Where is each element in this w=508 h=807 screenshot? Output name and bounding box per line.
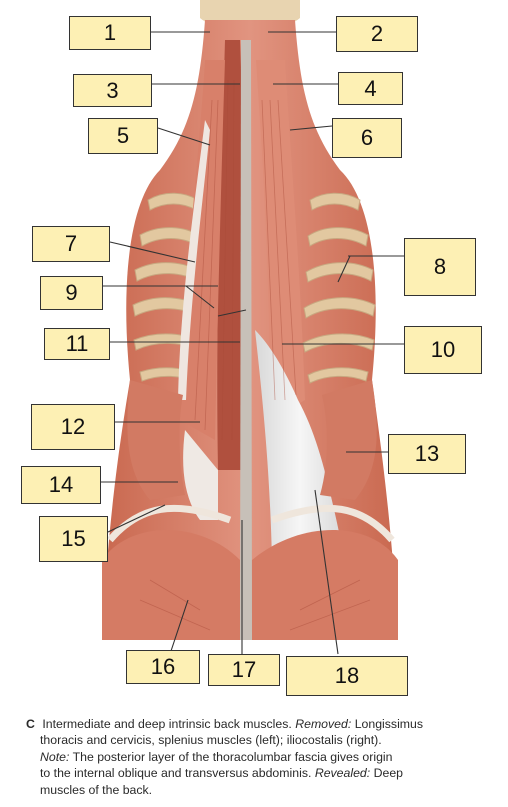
leader-lines [101,31,404,655]
right-ribs [302,192,376,384]
caption-line-2: thoracis and cervicis, splenius muscles … [40,733,382,748]
label-8: 8 [404,238,476,296]
caption-line-4: to the internal oblique and transversus … [40,766,404,781]
figure-caption: C Intermediate and deep intrinsic back m… [26,716,496,798]
left-gluteal [102,530,240,640]
thoracolumbar-fascia [255,330,345,560]
label-4: 4 [338,72,403,105]
back-muscles-illustration [101,0,404,655]
label-1: 1 [69,16,151,50]
label-14: 14 [21,466,101,504]
right-iliac-crest [270,504,395,543]
left-lumbar-fascia [183,430,218,520]
caption-line-5: muscles of the back. [40,782,153,797]
label-15: 15 [39,516,108,562]
caption-line-3: Note: The posterior layer of the thoraco… [40,749,393,764]
label-9: 9 [40,276,103,310]
spine-strip [240,40,252,640]
label-11: 11 [44,328,110,360]
label-5: 5 [88,118,158,154]
label-16: 16 [126,650,200,684]
label-2: 2 [336,16,418,52]
label-17: 17 [208,654,280,686]
right-gluteal [252,530,398,640]
label-10: 10 [404,326,482,374]
left-fascia-strip [178,120,210,400]
label-12: 12 [31,404,115,450]
label-18: 18 [286,656,408,696]
label-7: 7 [32,226,110,262]
caption-letter: C [26,717,35,731]
caption-line-1: C Intermediate and deep intrinsic back m… [26,717,424,731]
left-erector [180,60,225,440]
deep-central-muscle [217,40,246,470]
left-lateral-abdominal [127,380,185,500]
label-6: 6 [332,118,402,158]
muscle-striations [139,79,371,631]
left-iliac-crest [107,504,232,543]
label-13: 13 [388,434,466,474]
label-3: 3 [73,74,152,107]
right-lateral-abdominal [320,380,377,500]
right-erector [256,60,305,420]
